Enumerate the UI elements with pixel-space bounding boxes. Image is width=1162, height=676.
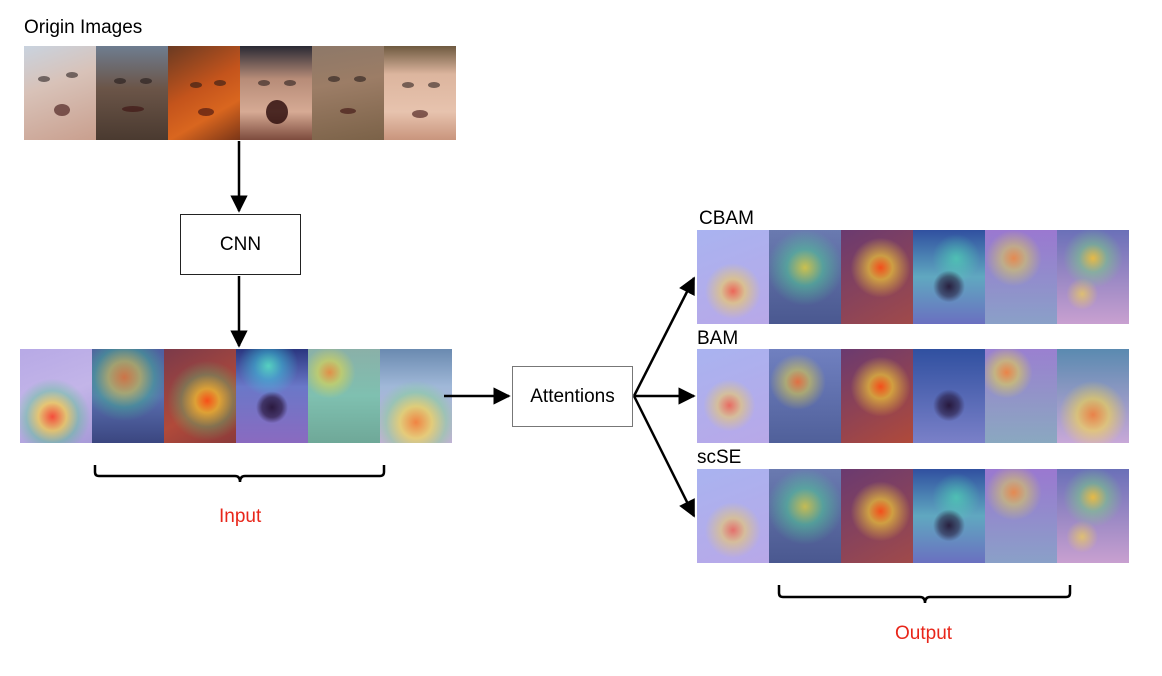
heatmap-image — [1057, 349, 1129, 443]
input-heatmap-strip — [20, 349, 452, 443]
input-label: Input — [219, 506, 262, 527]
heatmap-image — [913, 230, 985, 324]
face-image — [312, 46, 384, 140]
face-image — [240, 46, 312, 140]
cbam-heatmap-strip — [697, 230, 1129, 324]
attentions-box: Attentions — [512, 366, 633, 427]
output-brace — [777, 585, 1072, 604]
heatmap-image — [697, 230, 769, 324]
origin-images-label: Origin Images — [24, 17, 143, 38]
heatmap-image — [164, 349, 236, 443]
bam-label: BAM — [697, 328, 739, 349]
arrow-to-scse — [632, 395, 696, 518]
face-image — [168, 46, 240, 140]
face-image — [384, 46, 456, 140]
heatmap-image — [769, 230, 841, 324]
heatmap-image — [769, 469, 841, 563]
heatmap-image — [697, 469, 769, 563]
heatmap-image — [985, 230, 1057, 324]
heatmap-image — [92, 349, 164, 443]
input-brace — [93, 465, 386, 483]
heatmap-image — [913, 469, 985, 563]
heatmap-image — [841, 349, 913, 443]
heatmap-image — [380, 349, 452, 443]
arrow-to-cbam — [632, 276, 696, 397]
heatmap-image — [841, 469, 913, 563]
origin-images-strip — [24, 46, 456, 140]
cnn-box: CNN — [180, 214, 301, 275]
scse-heatmap-strip — [697, 469, 1129, 563]
face-image — [96, 46, 168, 140]
heatmap-image — [985, 469, 1057, 563]
heatmap-image — [308, 349, 380, 443]
heatmap-image — [697, 349, 769, 443]
heatmap-image — [841, 230, 913, 324]
heatmap-image — [20, 349, 92, 443]
cbam-label: CBAM — [699, 208, 754, 229]
heatmap-image — [913, 349, 985, 443]
scse-label: scSE — [697, 447, 742, 468]
cnn-label: CNN — [219, 233, 262, 255]
heatmap-image — [236, 349, 308, 443]
heatmap-image — [985, 349, 1057, 443]
attentions-label: Attentions — [530, 385, 615, 407]
heatmap-image — [1057, 469, 1129, 563]
face-image — [24, 46, 96, 140]
heatmap-image — [769, 349, 841, 443]
output-label: Output — [895, 623, 953, 644]
bam-heatmap-strip — [697, 349, 1129, 443]
heatmap-image — [1057, 230, 1129, 324]
